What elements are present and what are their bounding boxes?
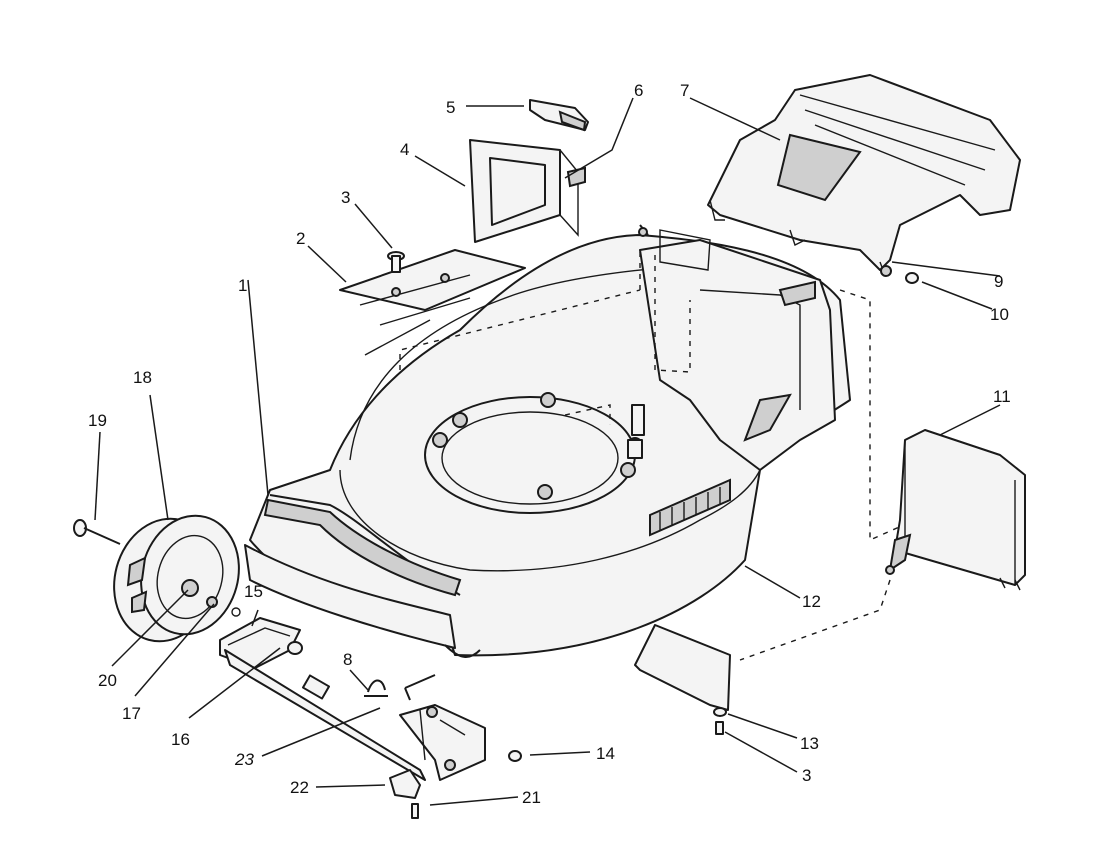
bracket-frame [469, 139, 586, 243]
height-lever-22 [389, 769, 421, 819]
rear-cover [707, 74, 1021, 277]
callout-10: 10 [990, 305, 1009, 324]
callout-15: 15 [244, 582, 263, 601]
callout-5: 5 [446, 98, 455, 117]
mower-deck [244, 229, 961, 661]
callout-2: 2 [296, 229, 305, 248]
mounting-plate [339, 249, 526, 356]
callout-14: 14 [596, 744, 615, 763]
lever-6 [638, 224, 649, 237]
callout-11: 11 [993, 387, 1011, 406]
callout-18: 18 [133, 368, 152, 387]
nut-14 [508, 750, 522, 762]
callout-1: 1 [238, 276, 247, 295]
bolt-3 [387, 251, 405, 273]
callout-7: 7 [680, 81, 689, 100]
wheel-18 [113, 514, 240, 643]
callout-22: 22 [290, 778, 309, 797]
callout-6: 6 [634, 81, 643, 100]
flap-13 [634, 624, 731, 735]
callout-4: 4 [400, 140, 409, 159]
callout-3a: 3 [341, 188, 350, 207]
callout-3b: 3 [802, 766, 811, 785]
callout-20: 20 [98, 671, 117, 690]
callout-13: 13 [800, 734, 819, 753]
leader-lines [94, 97, 1001, 806]
side-panel-11 [885, 429, 1026, 591]
bolt-19 [73, 519, 121, 545]
callout-8: 8 [343, 650, 352, 669]
callout-23: 23 [234, 750, 254, 769]
knob-5 [529, 99, 589, 132]
callout-12: 12 [802, 592, 821, 611]
callout-17: 17 [122, 704, 141, 723]
callout-21: 21 [522, 788, 541, 807]
callout-16: 16 [171, 730, 190, 749]
callout-9: 9 [994, 272, 1003, 291]
callout-labels: 1 2 3 4 5 6 7 9 10 11 12 13 3 14 21 22 2… [88, 81, 1011, 807]
clip-8 [364, 679, 388, 697]
axle-bracket [219, 617, 486, 781]
nut-10 [905, 272, 919, 284]
callout-19: 19 [88, 411, 107, 430]
